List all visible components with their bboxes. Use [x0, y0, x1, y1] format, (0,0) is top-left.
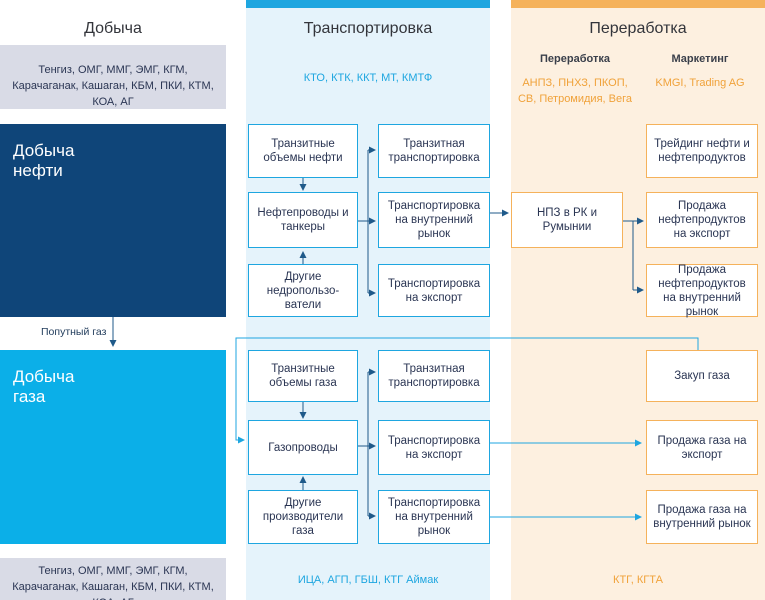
- column-header-transport: Транспортировка: [303, 20, 433, 37]
- bottom-extraction-fields: Тенгиз, ОМГ, ММГ, ЭМГ, КГМ, Карачаганак,…: [12, 565, 214, 600]
- marketing-companies: KMGI, Trading AG: [655, 77, 745, 89]
- box-oil-export-transport: Транспортировка на экспорт: [378, 264, 490, 317]
- top-extraction-fields: Тенгиз, ОМГ, ММГ, ЭМГ, КГМ, Карачаганак,…: [12, 64, 214, 108]
- box-oil-trading: Трейдинг нефти и нефтепродуктов: [646, 124, 758, 178]
- box-refineries: НПЗ в РК и Румынии: [511, 192, 623, 248]
- bottom-transport-companies: ИЦА, АГП, ГБШ, КТГ Аймак: [297, 574, 439, 586]
- box-transit-gas-volumes: Транзитные объемы газа: [248, 350, 358, 402]
- box-gas-transit-transport: Транзитная транспортировка: [378, 350, 490, 402]
- top-extraction-fields-panel: [0, 45, 226, 109]
- associated-gas-label: Попутный газ: [41, 326, 107, 338]
- gas-extraction-title: Добыча газа: [13, 367, 75, 406]
- marketing-subheader: Маркетинг: [671, 53, 729, 65]
- processing-accent-bar: [511, 0, 765, 8]
- box-gas-pipelines: Газопроводы: [248, 420, 358, 475]
- box-transit-oil-volumes: Транзитные объемы нефти: [248, 124, 358, 178]
- column-header-extraction: Добыча: [84, 20, 142, 37]
- oil-extraction-band: [0, 124, 226, 317]
- box-other-subsoil-users: Другие недропользо-ватели: [248, 264, 358, 317]
- oil-extraction-title: Добыча нефти: [13, 141, 75, 180]
- box-gas-export-transport: Транспортировка на экспорт: [378, 420, 490, 475]
- gas-extraction-band: [0, 350, 226, 544]
- bottom-extraction-fields-panel: [0, 558, 226, 600]
- box-oil-pipelines-tankers: Нефтепроводы и танкеры: [248, 192, 358, 248]
- bottom-marketing-companies: КТГ, КГТА: [613, 574, 663, 586]
- box-gas-purchase: Закуп газа: [646, 350, 758, 402]
- box-oil-products-export-sale: Продажа нефтепродуктов на экспорт: [646, 192, 758, 248]
- refining-companies: АНПЗ, ПНХЗ, ПКОП, СВ, Петромидия, Вега: [517, 77, 632, 105]
- column-header-processing: Переработка: [589, 20, 687, 37]
- transport-accent-bar: [246, 0, 490, 8]
- box-oil-domestic-transport: Транспортировка на внутренний рынок: [378, 192, 490, 248]
- box-other-gas-producers: Другие производители газа: [248, 490, 358, 544]
- box-oil-products-domestic-sale: Продажа нефтепродуктов на внутренний рын…: [646, 264, 758, 318]
- box-oil-transit-transport: Транзитная транспортировка: [378, 124, 490, 178]
- top-transport-companies: КТО, КТК, ККТ, МТ, КМТФ: [303, 72, 433, 84]
- refining-subheader: Переработка: [540, 53, 610, 65]
- box-gas-domestic-transport: Транспортировка на внутренний рынок: [378, 490, 490, 544]
- box-gas-export-sale: Продажа газа на экспорт: [646, 420, 758, 475]
- box-gas-domestic-sale: Продажа газа на внутренний рынок: [646, 490, 758, 544]
